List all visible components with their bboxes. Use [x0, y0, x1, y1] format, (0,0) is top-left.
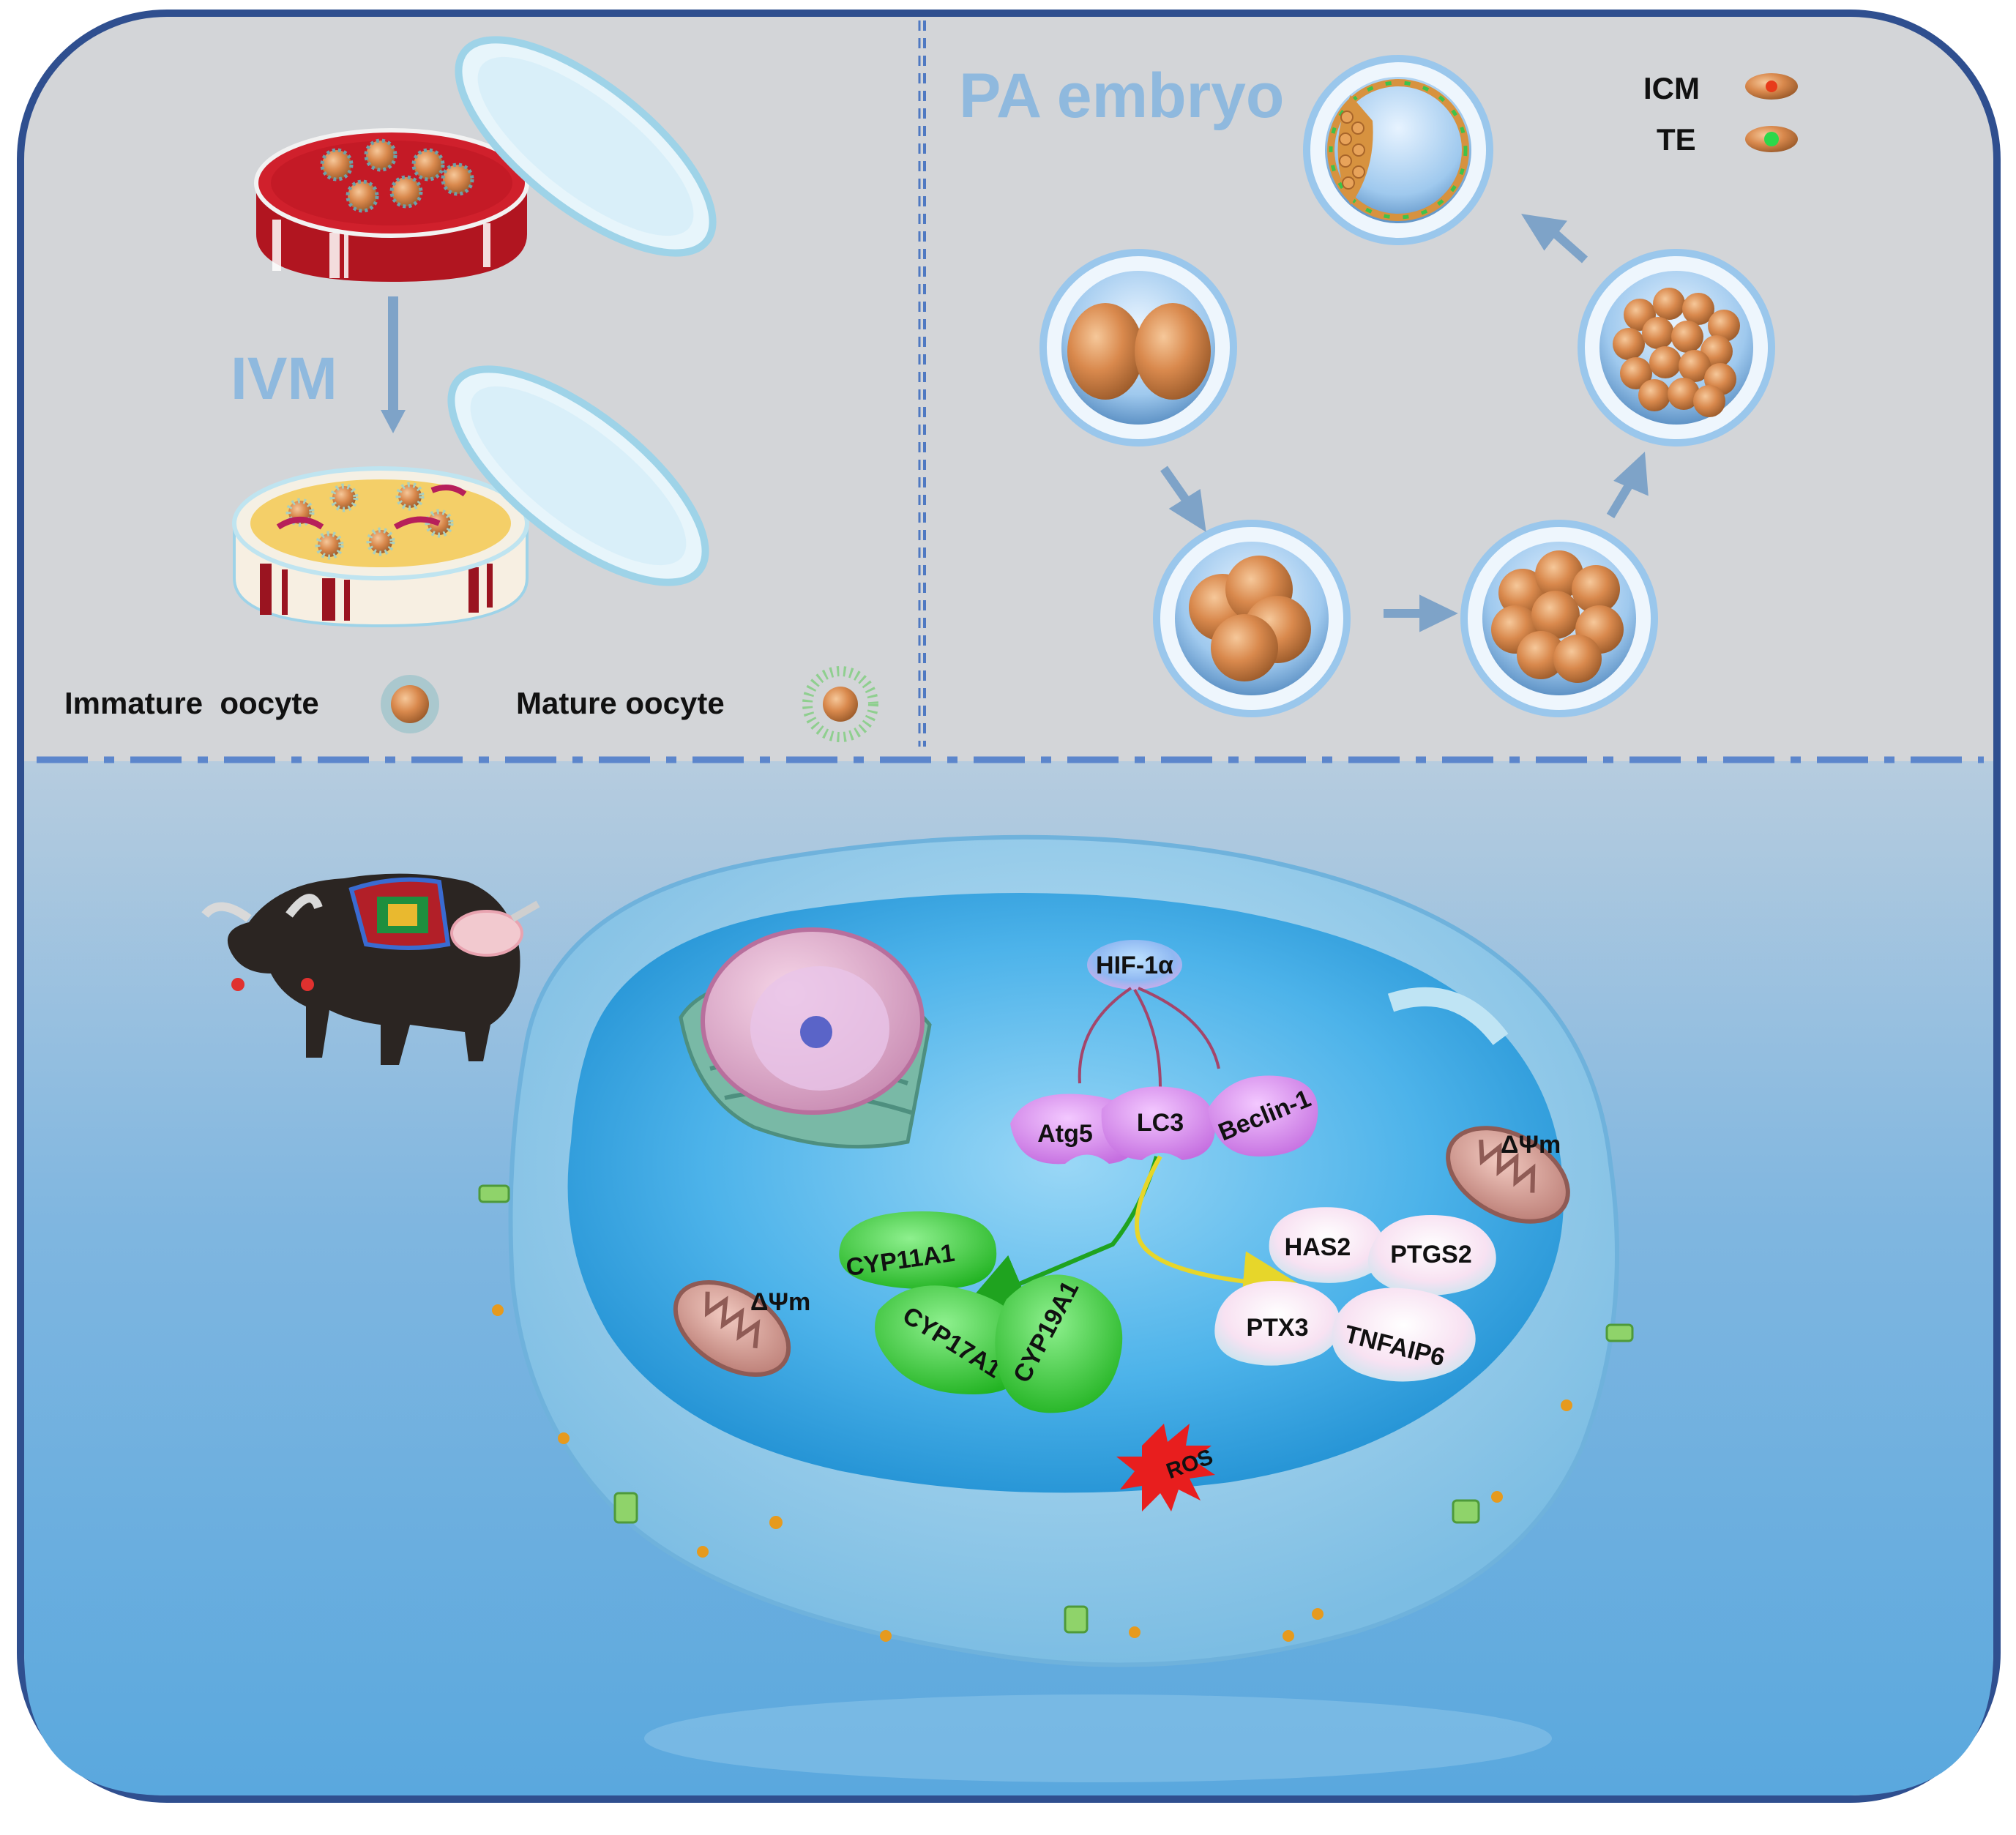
ivm-label: IVM: [231, 345, 337, 412]
mitochondrion-right: [1446, 1126, 1570, 1224]
nucleus: [701, 927, 925, 1115]
has2-label: HAS2: [1285, 1233, 1351, 1261]
membrane-channels: [478, 1184, 1634, 1634]
petri-dish-mature: [232, 365, 709, 628]
beclin-1-node: [1208, 1075, 1318, 1156]
lc3-node: [1101, 1086, 1215, 1160]
mito-potential-right-label: ΔΨm: [1501, 1131, 1561, 1159]
ptx3-node: [1214, 1281, 1341, 1366]
ptx3-label: PTX3: [1246, 1314, 1308, 1342]
pa-embryo-panel: PA embryo ICM TE: [959, 55, 1798, 717]
immature-oocyte-label: Immature oocyte: [64, 686, 319, 720]
cyp19a1-node: [995, 1274, 1123, 1413]
mito-potential-left-label: ΔΨm: [750, 1288, 810, 1316]
cyp17a1-node: [875, 1285, 1029, 1394]
two-cell-embryo: [1039, 249, 1237, 446]
yak-illustration: [201, 873, 540, 1065]
eight-cell-embryo: [1460, 520, 1658, 717]
icm-label: ICM: [1643, 71, 1700, 105]
cell-panel: ΔΨm ΔΨm HIF-1α Atg5 LC3 Beclin-1 CYP11A1…: [201, 834, 1634, 1782]
ros-burst: [1116, 1424, 1215, 1511]
has2-node: [1269, 1207, 1386, 1283]
te-label: TE: [1657, 122, 1696, 157]
ptgs2-label: PTGS2: [1390, 1241, 1471, 1268]
four-cell-embryo: [1153, 520, 1351, 717]
mature-oocyte-label: Mature oocyte: [516, 686, 725, 720]
lc3-label: LC3: [1137, 1109, 1184, 1137]
membrane-proteins: [492, 1304, 1572, 1642]
petri-dish-immature: [254, 36, 717, 282]
development-arrows: [1160, 214, 1649, 632]
morula: [1578, 249, 1775, 446]
hif-1a-label: HIF-1α: [1096, 952, 1173, 979]
ptgs2-node: [1367, 1215, 1496, 1296]
pa-embryo-title: PA embryo: [959, 61, 1284, 131]
cyp11a1-node: [839, 1211, 997, 1290]
hif-1a-node: [1087, 940, 1182, 990]
blastocyst: [1303, 55, 1493, 245]
lc3-to-genes-arrow: [1135, 1155, 1304, 1313]
atg5-label: Atg5: [1037, 1120, 1093, 1148]
ivm-panel: IVM Immature oocyte: [64, 36, 878, 742]
mature-oocyte-icon: [802, 666, 878, 742]
tnfaip6-node: [1332, 1288, 1476, 1382]
mitochondrion-left: [673, 1279, 791, 1378]
hif-links: [1078, 987, 1220, 1088]
